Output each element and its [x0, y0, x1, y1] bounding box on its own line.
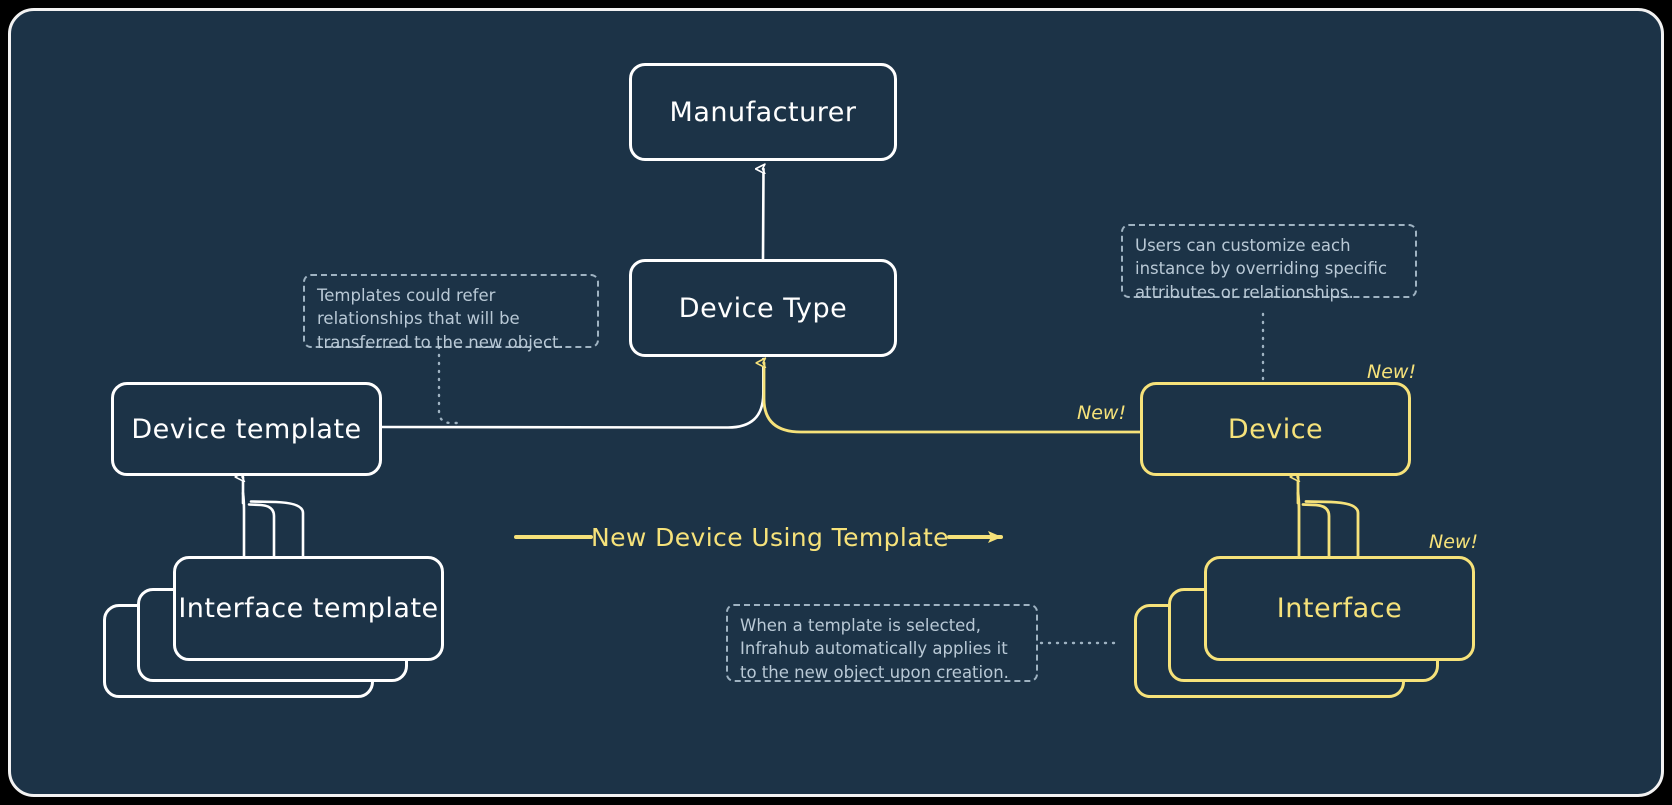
node-device[interactable]: Device	[1140, 382, 1411, 476]
node-manufacturer[interactable]: Manufacturer	[629, 63, 897, 161]
node-device-type[interactable]: Device Type	[629, 259, 897, 357]
node-device-template-label: Device template	[131, 413, 362, 445]
node-device-type-label: Device Type	[678, 292, 848, 324]
node-device-label: Device	[1227, 413, 1324, 445]
leader-note-templates-refer	[437, 345, 465, 425]
edge-interfacetemplate-to-devicetemplate	[243, 477, 305, 558]
node-interface-template[interactable]: Interface template	[173, 556, 444, 661]
edge-device-to-devicetype	[764, 363, 1142, 434]
node-interface-template-label: Interface template	[178, 593, 439, 624]
node-interface[interactable]: Interface	[1204, 556, 1475, 661]
edge-interface-to-device	[1298, 477, 1360, 558]
edge-devicetemplate-to-devicetype	[380, 357, 765, 429]
note-templates-refer: Templates could refer relationships that…	[303, 274, 599, 352]
new-badge-device-link: New!	[1077, 402, 1127, 424]
node-device-template[interactable]: Device template	[111, 382, 382, 476]
note-auto-apply: When a template is selected, Infrahub au…	[726, 604, 1038, 682]
note-users-customize: Users can customize each instance by ove…	[1121, 224, 1417, 302]
new-badge-device: New!	[1367, 361, 1417, 383]
node-manufacturer-label: Manufacturer	[669, 96, 857, 128]
new-badge-interface: New!	[1429, 531, 1479, 553]
edge-devicetype-to-manufacturer	[763, 169, 764, 261]
flow-arrow-label: New Device Using Template	[591, 523, 949, 552]
node-interface-label: Interface	[1276, 593, 1403, 624]
